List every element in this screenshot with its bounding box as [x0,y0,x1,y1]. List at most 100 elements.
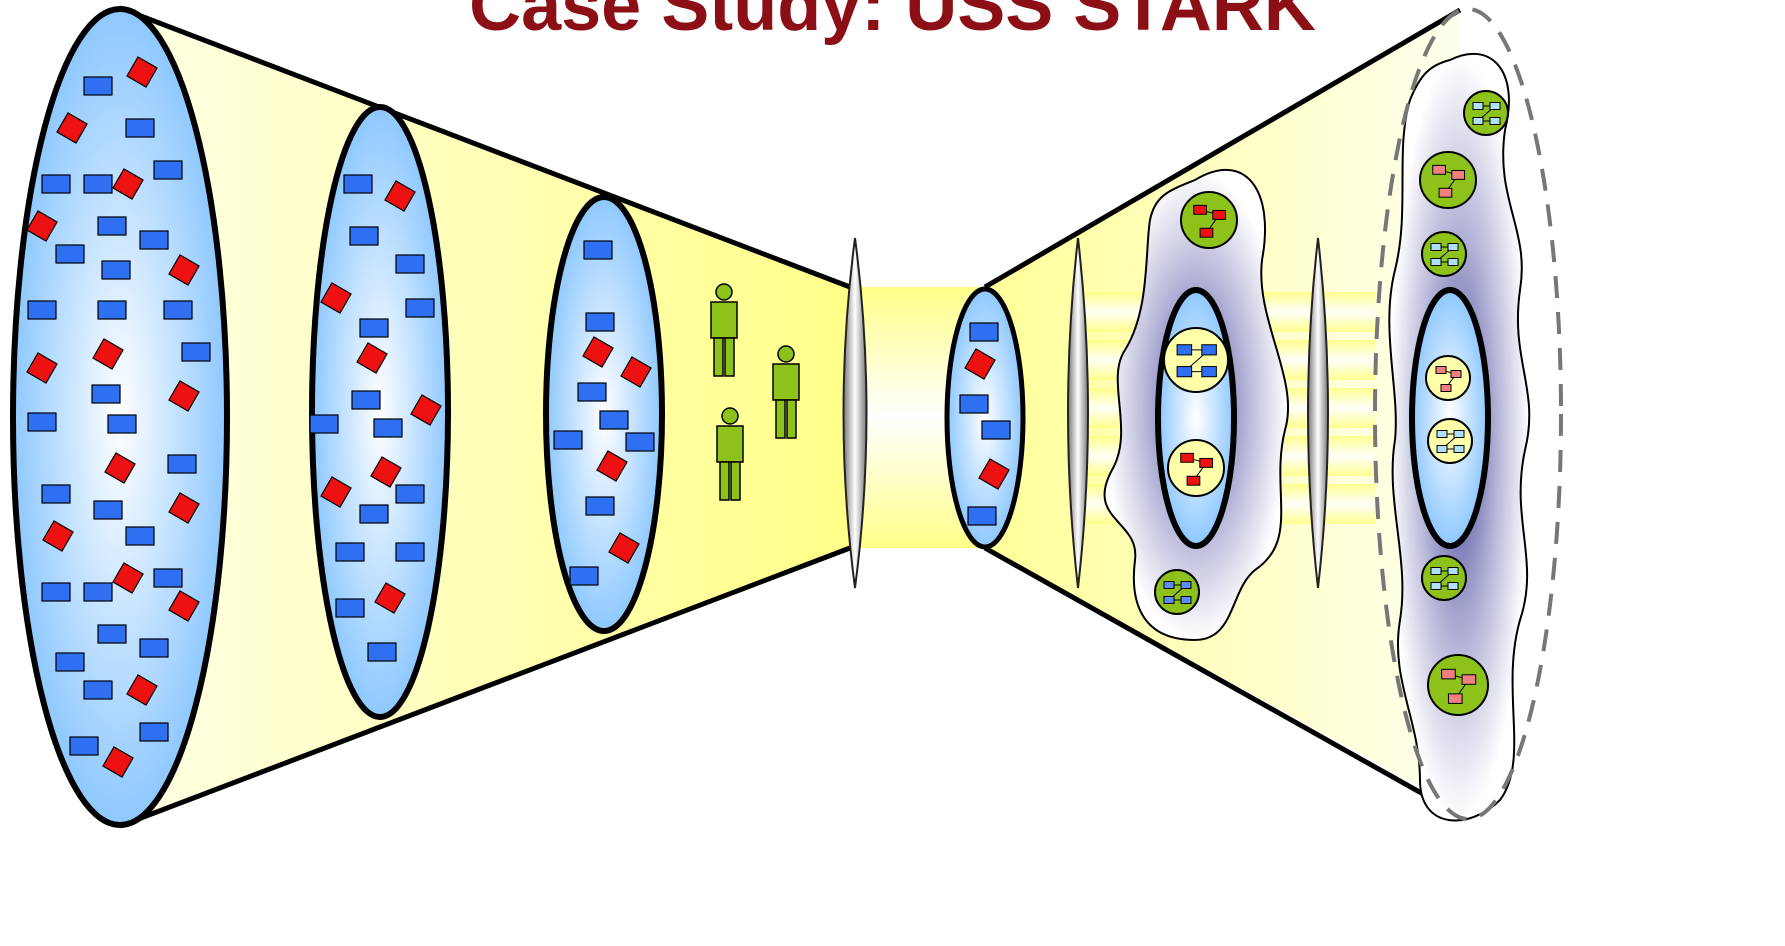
blue-item [367,642,397,662]
blue-item [83,582,113,602]
blue-item [97,300,127,320]
blue-item [27,300,57,320]
red-item [608,532,640,564]
blue-item [343,174,373,194]
blue-item [395,542,425,562]
blue-item [335,542,365,562]
person-icon [710,283,738,377]
blue-item [125,526,155,546]
groups-layer [1154,90,1509,716]
blue-item [577,382,607,402]
blue-item [585,496,615,516]
blue-item [395,254,425,274]
red-item [596,450,628,482]
blue-item [569,566,599,586]
blue-item [83,76,113,96]
blue-item [405,298,435,318]
blue-item [981,420,1011,440]
right-funnel-top-edge [983,7,1462,290]
blue-item [93,500,123,520]
blue-item [583,240,613,260]
red-item [112,562,144,594]
blue-item [359,504,389,524]
graph-icon [1421,555,1467,601]
blue-item [41,174,71,194]
blue-item [27,412,57,432]
blue-item [83,174,113,194]
red-item [126,56,158,88]
page-title: Case Study: USS STARK [469,0,1316,46]
blue-item [83,680,113,700]
lens-icon [1067,237,1089,589]
lens-icon [1307,237,1329,589]
red-item [978,458,1010,490]
left-funnel-top-edge [119,5,851,290]
graph-icon [1163,327,1229,393]
ellipse-4 [944,286,1026,550]
blue-item [335,598,365,618]
blue-item [163,300,193,320]
red-item [168,492,200,524]
red-item [26,210,58,242]
blue-item [97,624,127,644]
red-item [374,582,406,614]
blue-item [153,568,183,588]
graph-icon [1425,355,1471,401]
blue-item [139,722,169,742]
red-item [168,590,200,622]
blue-item [139,230,169,250]
graph-icon [1167,439,1225,497]
blue-item [41,484,71,504]
blue-item [349,226,379,246]
blue-item [91,384,121,404]
blue-item [599,410,629,430]
red-item [356,342,388,374]
blue-item [395,484,425,504]
blue-item [553,430,583,450]
red-item [320,282,352,314]
red-item [104,452,136,484]
graph-icon [1419,151,1477,209]
blue-item [359,318,389,338]
blue-item [41,582,71,602]
red-item [102,746,134,778]
persons-layer [710,283,800,501]
blue-item [167,454,197,474]
graph-icon [1154,569,1200,615]
graph-icon [1421,231,1467,277]
red-item [126,674,158,706]
red-item [26,352,58,384]
red-item [410,394,442,426]
blue-item [309,414,339,434]
red-item [582,336,614,368]
graph-icon [1463,90,1509,136]
blue-item [97,216,127,236]
blue-item [959,394,989,414]
left-funnel [120,8,850,826]
graph-icon [1180,191,1238,249]
blue-item [153,160,183,180]
red-item [320,476,352,508]
blue-item [373,418,403,438]
left-funnel-bottom-edge [119,545,851,829]
blue-item [625,432,655,452]
red-item [168,380,200,412]
red-item [56,112,88,144]
graph-icon [1427,654,1489,716]
red-item [384,180,416,212]
blue-item [107,414,137,434]
right-funnel-bottom-edge [983,545,1450,811]
red-item [42,520,74,552]
red-item [964,348,996,380]
red-item [168,254,200,286]
person-icon [716,407,744,501]
lens-icon [842,237,868,589]
person-icon [772,345,800,439]
dashed-boundary [1373,7,1563,821]
blue-item [55,652,85,672]
graph-icon [1427,418,1473,464]
blue-item [181,342,211,362]
blue-item [125,118,155,138]
blue-item [969,322,999,342]
